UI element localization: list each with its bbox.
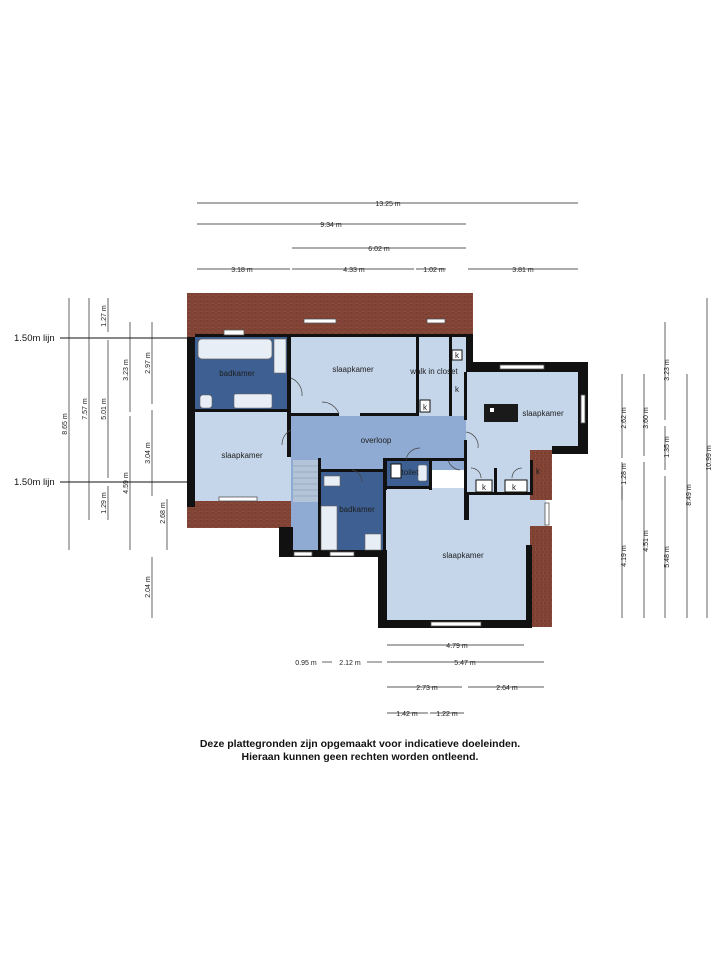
room-label-slaapkamer-4: slaapkamer bbox=[442, 551, 484, 560]
dim-right-548: 5.48 m bbox=[664, 546, 671, 568]
fixtures bbox=[197, 338, 528, 551]
dim-bottom-122: 1.22 m bbox=[436, 711, 458, 718]
roof-right bbox=[530, 450, 552, 627]
dim-right-419: 4.19 m bbox=[621, 545, 628, 567]
height-line-label-upper: 1.50m lijn bbox=[14, 333, 55, 344]
door-swings bbox=[281, 377, 523, 483]
dimensions-left bbox=[68, 298, 168, 618]
room-label-slaapkamer-3: slaapkamer bbox=[221, 451, 263, 460]
dimension-labels-right: 2.62 m 1.28 m 4.19 m 3.60 m 4.51 m 1.35 … bbox=[621, 359, 713, 568]
dimensions-bottom bbox=[322, 644, 544, 714]
dim-bottom-142: 1.42 m bbox=[396, 711, 418, 718]
dim-right-128: 1.28 m bbox=[621, 463, 628, 485]
dim-right-360: 3.60 m bbox=[643, 407, 650, 429]
room-labels: badkamer slaapkamer walk in closet slaap… bbox=[219, 351, 564, 560]
dim-right-262: 2.62 m bbox=[621, 407, 628, 429]
dim-right-323: 3.23 m bbox=[664, 359, 671, 381]
dim-bottom-547: 5.47 m bbox=[454, 660, 476, 667]
room-label-badkamer-1: badkamer bbox=[219, 369, 255, 378]
height-line-label-lower: 1.50m lijn bbox=[14, 477, 55, 488]
room-label-badkamer-2: badkamer bbox=[339, 505, 375, 514]
dim-bottom-273: 2.73 m bbox=[416, 685, 438, 692]
closet-label-k-6: k bbox=[536, 467, 541, 476]
dim-top-433: 4.33 m bbox=[343, 267, 365, 274]
dim-top-318: 3.18 m bbox=[231, 267, 253, 274]
windows bbox=[218, 318, 586, 627]
dim-right-849: 8.49 m bbox=[686, 484, 693, 506]
dimension-labels-left: 8.65 m 7.57 m 1.27 m 5.01 m 1.29 m 3.23 … bbox=[62, 305, 167, 598]
dim-left-129: 1.29 m bbox=[101, 492, 108, 514]
dim-top-934: 9.34 m bbox=[320, 222, 342, 229]
dim-top-102: 1.02 m bbox=[423, 267, 445, 274]
disclaimer: Deze plattegronden zijn opgemaakt voor i… bbox=[0, 738, 720, 764]
dim-bottom-264: 2.64 m bbox=[496, 685, 518, 692]
dim-bottom-212: 2.12 m bbox=[339, 660, 361, 667]
dim-top-602: 6.02 m bbox=[368, 246, 390, 253]
dim-left-501: 5.01 m bbox=[101, 398, 108, 420]
dim-left-297: 2.97 m bbox=[145, 352, 152, 374]
closet-label-k-1: k bbox=[455, 351, 460, 360]
dimensions-top bbox=[197, 202, 578, 270]
dimension-labels-top: 13.25 m 9.34 m 6.02 m 3.18 m 4.33 m 1.02… bbox=[231, 201, 534, 274]
room-label-walk-in-closet: walk in closet bbox=[409, 367, 458, 376]
dim-left-459: 4.59 m bbox=[123, 472, 130, 494]
closet-label-k-3: k bbox=[423, 403, 428, 412]
disclaimer-line-2: Hieraan kunnen geen rechten worden ontle… bbox=[241, 751, 479, 763]
dim-right-451: 4.51 m bbox=[643, 530, 650, 552]
dim-top-1325: 13.25 m bbox=[375, 201, 400, 208]
closet-label-k-2: k bbox=[455, 385, 460, 394]
dim-left-865: 8.65 m bbox=[62, 413, 69, 435]
dim-bottom-095: 0.95 m bbox=[295, 660, 317, 667]
dimensions-right bbox=[621, 298, 708, 618]
dim-right-1099: 10.99 m bbox=[706, 445, 713, 470]
dim-left-323: 3.23 m bbox=[123, 359, 130, 381]
dim-left-204: 2.04 m bbox=[145, 576, 152, 598]
closet-label-k-5: k bbox=[512, 483, 517, 492]
dim-left-268: 2.68 m bbox=[160, 502, 167, 524]
dim-right-135: 1.35 m bbox=[664, 436, 671, 458]
room-label-slaapkamer-1: slaapkamer bbox=[332, 365, 374, 374]
dim-top-381: 3.81 m bbox=[512, 267, 534, 274]
closet-label-k-4: k bbox=[482, 483, 487, 492]
dim-left-757: 7.57 m bbox=[82, 398, 89, 420]
disclaimer-line-1: Deze plattegronden zijn opgemaakt voor i… bbox=[199, 738, 521, 750]
room-label-overloop: overloop bbox=[361, 436, 392, 445]
height-lines: 1.50m lijn 1.50m lijn bbox=[14, 333, 195, 488]
dimension-labels-bottom: 4.79 m 0.95 m 2.12 m 5.47 m 2.73 m 2.64 … bbox=[295, 643, 518, 718]
dim-left-127: 1.27 m bbox=[101, 305, 108, 327]
room-label-toilet: toilet bbox=[402, 468, 420, 477]
dim-bottom-479: 4.79 m bbox=[446, 643, 468, 650]
room-label-slaapkamer-2: slaapkamer bbox=[522, 409, 564, 418]
dim-left-304: 3.04 m bbox=[145, 442, 152, 464]
